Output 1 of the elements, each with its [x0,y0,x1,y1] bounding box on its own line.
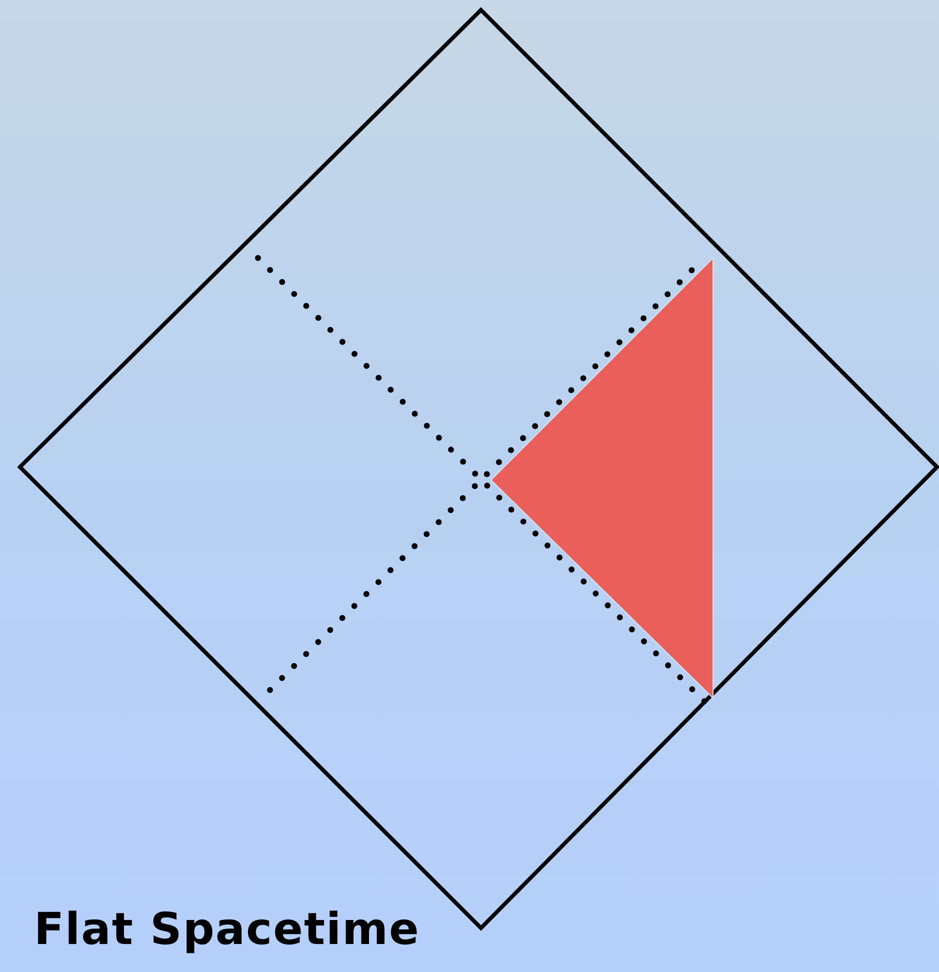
caption: Flat Spacetime [34,903,420,957]
